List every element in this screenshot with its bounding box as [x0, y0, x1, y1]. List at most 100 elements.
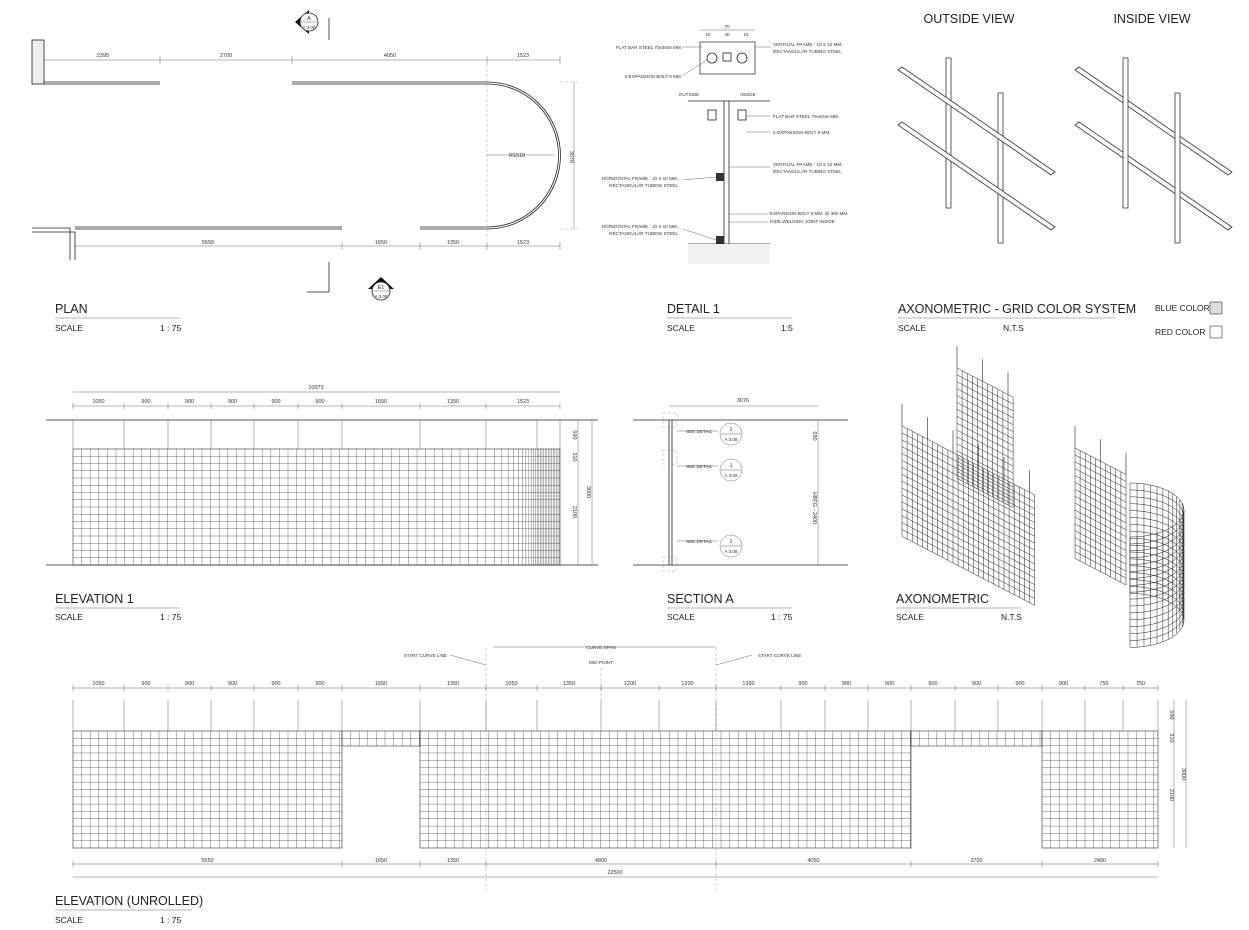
- elev1-dim: 1350: [447, 399, 459, 405]
- unroll-top-dim: 900: [185, 681, 194, 687]
- elev1-dim: 1650: [375, 399, 387, 405]
- detail1-title: DETAIL 1: [667, 302, 720, 316]
- see-detail-callout-1[interactable]: SEE DETAIL 1 A 3.08: [677, 422, 743, 446]
- elev1-dim: 900: [271, 399, 280, 405]
- elev1-right-590: 590: [571, 430, 577, 439]
- marker-a-letter: A: [307, 16, 311, 22]
- note-rect-tubing-1: RECTANGULAR TUBING STEEL: [773, 49, 842, 54]
- see-detail-label-1: SEE DETAIL: [686, 429, 713, 434]
- see-detail-num-1: 1: [729, 427, 732, 433]
- start-curve-right: START CURVE LINE: [758, 653, 801, 658]
- unroll-bottom-dim: 5550: [201, 858, 213, 864]
- inside-view-drawing: [1074, 57, 1233, 244]
- see-detail-callout-3[interactable]: SEE DETAIL 1 A 3.08: [677, 534, 743, 558]
- unroll-top-dim: 900: [972, 681, 981, 687]
- see-detail-label-3: SEE DETAIL: [686, 539, 713, 544]
- note-vertical-frame-2: VERTICAL FRAME : 10 X 10 MM.: [773, 162, 842, 167]
- axo-grid-title: AXONOMETRIC - GRID COLOR SYSTEM: [898, 302, 1136, 316]
- axo-grid-scale-label: SCALE: [898, 323, 926, 333]
- unroll-top-dim: 1200: [624, 681, 636, 687]
- detail1-drawing: 70 15 40 15 OUTSIDE INSIDE: [602, 24, 848, 264]
- see-detail-callout-2[interactable]: SEE DETAIL 1 A 3.08: [677, 458, 743, 482]
- note-rect-tubing-2: RECTANGULAR TUBING STEEL: [773, 169, 842, 174]
- unroll-bottom-dim: 2400: [1094, 858, 1106, 864]
- legend-blue-swatch: [1209, 301, 1223, 315]
- elev1-dim: 1050: [92, 399, 104, 405]
- elevation-unrolled-drawing: START CURVE LINE CURVE SPAN MID-POINT ST…: [72, 645, 1187, 890]
- note-vertical-frame-1: VERTICAL FRAME : 10 X 10 MM.: [773, 42, 842, 47]
- outside-view-drawing: [897, 57, 1056, 244]
- unroll-top-dim: 900: [842, 681, 851, 687]
- legend-blue-label: BLUE COLOR: [1155, 303, 1210, 313]
- note-flat-bar-2: FLAT BAR STEEL 70x40x6 MM.: [773, 114, 839, 119]
- detail1-scale-value: 1:5: [781, 323, 793, 333]
- unroll-bottom-dim: 4050: [807, 858, 819, 864]
- start-curve-left: START CURVE LINE: [404, 653, 447, 658]
- plan-dim-top-1: 2395: [97, 53, 109, 59]
- note-bolt-2: 2-EXPANSION BOLT 8 MM.: [773, 130, 830, 135]
- axonometric-title: AXONOMETRIC: [896, 592, 989, 606]
- detail-inside: INSIDE: [740, 92, 755, 97]
- detail-dim-15a: 15: [705, 32, 711, 37]
- section-width: 3076: [737, 398, 749, 404]
- elev1-total: 10073: [308, 385, 323, 391]
- see-detail-ref-3: A 3.08: [724, 549, 737, 554]
- section-a-drawing: 3076 590 HBFG - 2400 SEE DETAIL 1 A 3.08…: [633, 398, 848, 572]
- outside-view-title: OUTSIDE VIEW: [924, 12, 1015, 26]
- unroll-top-dim: 1050: [92, 681, 104, 687]
- unroll-top-dim: 900: [141, 681, 150, 687]
- see-detail-ref-2: A 3.08: [724, 473, 737, 478]
- note-bolt-3: EXPANSION BOLT 8 MM. @ 300 MM.: [770, 211, 848, 216]
- unroll-top-dim: 1650: [375, 681, 387, 687]
- unroll-right-310: 310: [1168, 733, 1174, 742]
- section-a-scale-label: SCALE: [667, 612, 695, 622]
- section-marker-a[interactable]: A A 3.08: [295, 10, 319, 34]
- section-top: 590: [811, 431, 817, 440]
- unroll-top-dim: 1200: [681, 681, 693, 687]
- note-rect-tubing-3: RECTANGULAR TUBING STEEL: [609, 183, 678, 188]
- detail-dim-40: 40: [724, 32, 730, 37]
- axo-grid-scale-value: N.T.S: [1003, 323, 1024, 333]
- unroll-right-2100: 2100: [1168, 789, 1174, 801]
- elev1-dim: 900: [141, 399, 150, 405]
- unroll-top-dim: 900: [271, 681, 280, 687]
- inside-view-title: INSIDE VIEW: [1113, 12, 1190, 26]
- plan-dim-top-4: 1523: [517, 53, 529, 59]
- axonometric-scale-label: SCALE: [896, 612, 924, 622]
- note-horizontal-frame-2: HORIZONTAL FRAME : 10 X 10 MM.: [602, 224, 678, 229]
- detail-dim-15b: 15: [743, 32, 749, 37]
- plan-title: PLAN: [55, 302, 88, 316]
- plan-dim-bottom-1: 5550: [202, 240, 214, 246]
- note-bolt-1: 2-EXPANSION BOLT 8 MM.: [625, 74, 682, 79]
- elev1-right-310: 310: [571, 452, 577, 461]
- marker-e1-ref: A 3.08: [374, 294, 387, 299]
- see-detail-ref-1: A 3.08: [724, 437, 737, 442]
- elevation-unrolled-title: ELEVATION (UNROLLED): [55, 894, 203, 908]
- curve-span: CURVE SPAN: [586, 645, 615, 650]
- unroll-top-dim: 1350: [742, 681, 754, 687]
- unroll-top-dim: 900: [928, 681, 937, 687]
- plan-dim-bottom-3: 1350: [447, 240, 459, 246]
- unroll-top-dim: 1350: [563, 681, 575, 687]
- unroll-bottom-dim: 1650: [375, 858, 387, 864]
- unroll-total: 22500: [607, 870, 622, 876]
- elevation1-scale-value: 1 : 75: [160, 612, 182, 622]
- unroll-top-dim: 750: [1099, 681, 1108, 687]
- unroll-top-dim: 900: [1015, 681, 1024, 687]
- marker-e1-letter: E1: [378, 285, 385, 291]
- see-detail-num-2: 1: [729, 463, 732, 469]
- unroll-top-dim: 900: [315, 681, 324, 687]
- elevation-marker-e1[interactable]: E1 A 3.08: [368, 277, 394, 301]
- unroll-top-dim: 1350: [447, 681, 459, 687]
- detail-outside: OUTSIDE: [679, 92, 699, 97]
- unroll-top-dim: 900: [1059, 681, 1068, 687]
- elevation1-scale-label: SCALE: [55, 612, 83, 622]
- elev1-dim: 1523: [517, 399, 529, 405]
- unroll-top-dim: 900: [798, 681, 807, 687]
- unroll-top-dim: 750: [1136, 681, 1145, 687]
- note-flat-bar-1: FLAT BAR STEEL 70x40x6 MM.: [616, 45, 682, 50]
- detail-dim-70: 70: [724, 24, 730, 29]
- unroll-top-dim: 900: [885, 681, 894, 687]
